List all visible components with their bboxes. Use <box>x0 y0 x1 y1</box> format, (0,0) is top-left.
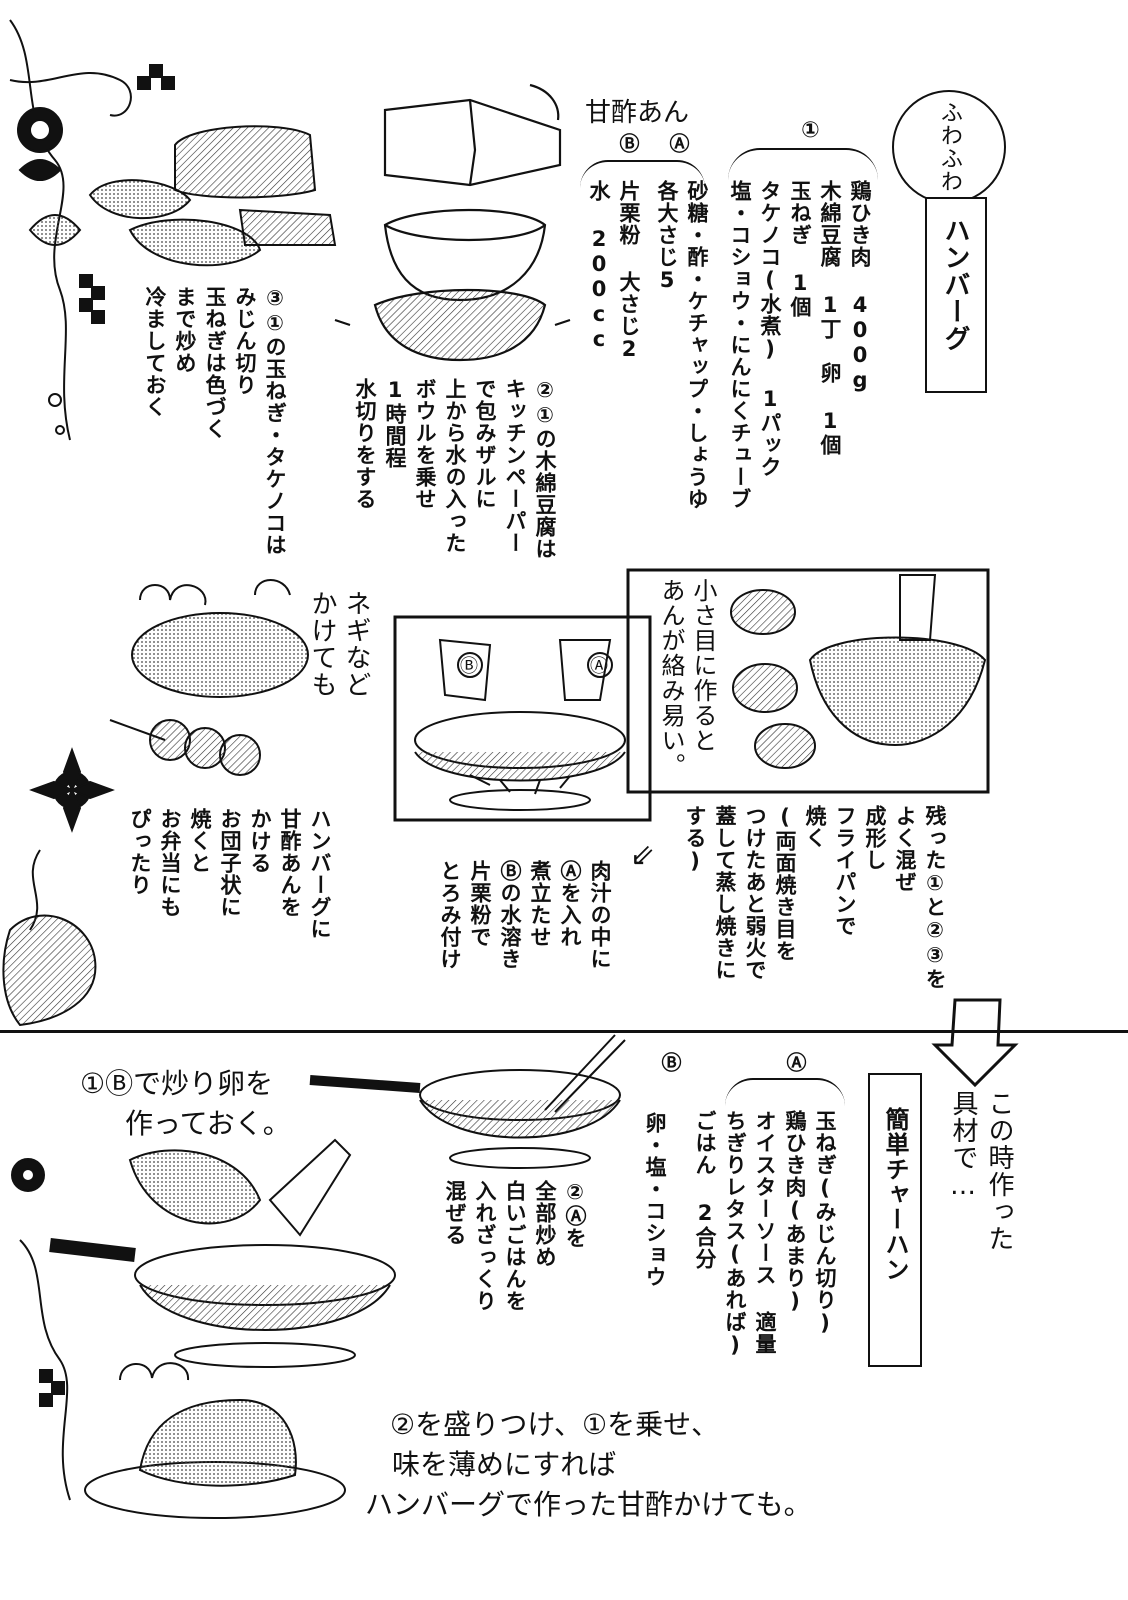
fried-rice-final-line-3: ハンバーグで作った甘酢かけても。 <box>365 1488 812 1521</box>
down-arrow <box>931 998 1019 1088</box>
amazu-title: 甘酢あん <box>585 98 690 128</box>
fried-rice-final-line-2: 味を薄めにすれば <box>392 1448 617 1481</box>
amazu-b-ingredients: 片栗粉 大さじ2 水 200cc <box>587 180 641 362</box>
fried-rice-ingredients-a: 玉ねぎ(みじん切り) 鶏ひき肉(あまり) オイスターソース 適量 ちぎりレタス(… <box>693 1110 837 1358</box>
arrow-left-icon: ⇙ <box>630 838 656 873</box>
ingredients-marker-1: ① <box>798 118 823 144</box>
note-negi: ネギなど かけても <box>307 590 371 698</box>
hamburg-step-form: 残った①と②③を よく混ぜ 成形し フライパンで 焼く (両面焼き目を つけたあ… <box>683 805 947 990</box>
note-small-size: 小さ目に作ると あんが絡み易い。 <box>657 578 717 778</box>
rice-pan-sketch <box>49 1138 396 1368</box>
pan-label-b: Ⓑ <box>460 656 478 677</box>
hamburg-title-box: ハンバーグ <box>925 197 987 393</box>
amazu-marker-a: Ⓐ <box>666 133 690 154</box>
mixing-panel <box>626 568 990 794</box>
egg-pan-sketch <box>309 1034 626 1169</box>
tofu-press-sketch <box>334 83 571 362</box>
fried-rice-marker-a: Ⓐ <box>783 1052 807 1073</box>
fried-rice-step-1-line-2: 作っておく。 <box>125 1107 291 1140</box>
amazu-marker-b: Ⓑ <box>616 133 640 154</box>
hamburg-step-2: ②①の木綿豆腐は キッチンペーパー で包みザルに 上から水の入った ボウルを乗せ… <box>353 378 557 560</box>
amazu-a-ingredients: 砂糖・酢・ケチャップ・しょうゆ 各大さじ5 <box>655 180 709 510</box>
ingredients-sketch <box>88 125 337 267</box>
hamburg-step-sauce: 肉汁の中に Ⓐを入れ 煮立たせ Ⓑの水溶き 片栗粉で とろみ付け <box>438 860 612 970</box>
floral-ornament-bottom-left <box>11 1158 71 1501</box>
fried-rice-marker-b: Ⓑ <box>658 1052 682 1073</box>
hamburg-plate-sketch <box>109 579 309 776</box>
ingredients-bracket <box>728 148 878 180</box>
flower-ornament-middle-left <box>2 747 115 1027</box>
pan-label-a: Ⓐ <box>590 656 608 677</box>
hamburg-title: ハンバーグ <box>940 217 970 352</box>
fried-rice-ingredients-b: 卵・塩・コショウ <box>643 1112 667 1288</box>
amazu-bracket <box>580 160 705 188</box>
hamburg-ingredients: 鶏ひき肉 400g 木綿豆腐 1丁 卵 1個 玉ねぎ 1個 タケノコ(水煮) 1… <box>728 180 872 510</box>
badge-fuwafuwa: ふわふわ <box>892 90 1006 204</box>
hamburg-step-serve: ハンバーグに 甘酢あんを かける お団子状に 焼くと お弁当にも ぴったり <box>128 808 332 940</box>
fried-rice-title: 簡単チャーハン <box>881 1107 909 1282</box>
fried-rice-title-box: 簡単チャーハン <box>868 1073 922 1367</box>
section-divider <box>0 1030 1128 1033</box>
fried-rice-step-1-line-1: ①Ⓑで炒り卵を <box>80 1067 274 1100</box>
fried-rice-final-line-1: ②を盛りつけ、①を乗せ、 <box>390 1408 720 1441</box>
rice-plate-sketch <box>84 1362 346 1519</box>
floral-ornament-top-left <box>9 19 175 441</box>
fried-rice-step-2: ②Ⓐを 全部炒め 白いごはんを 入れざっくり 混ぜる <box>443 1180 587 1312</box>
hamburg-step-3: ③①の玉ねぎ・タケノコは みじん切り 玉ねぎは色づく まで炒め 冷ましておく <box>143 286 287 556</box>
fried-rice-bracket-a <box>725 1078 845 1106</box>
fried-rice-intro: この時作った 具材で… <box>948 1090 1014 1252</box>
pan-panel <box>393 615 652 822</box>
